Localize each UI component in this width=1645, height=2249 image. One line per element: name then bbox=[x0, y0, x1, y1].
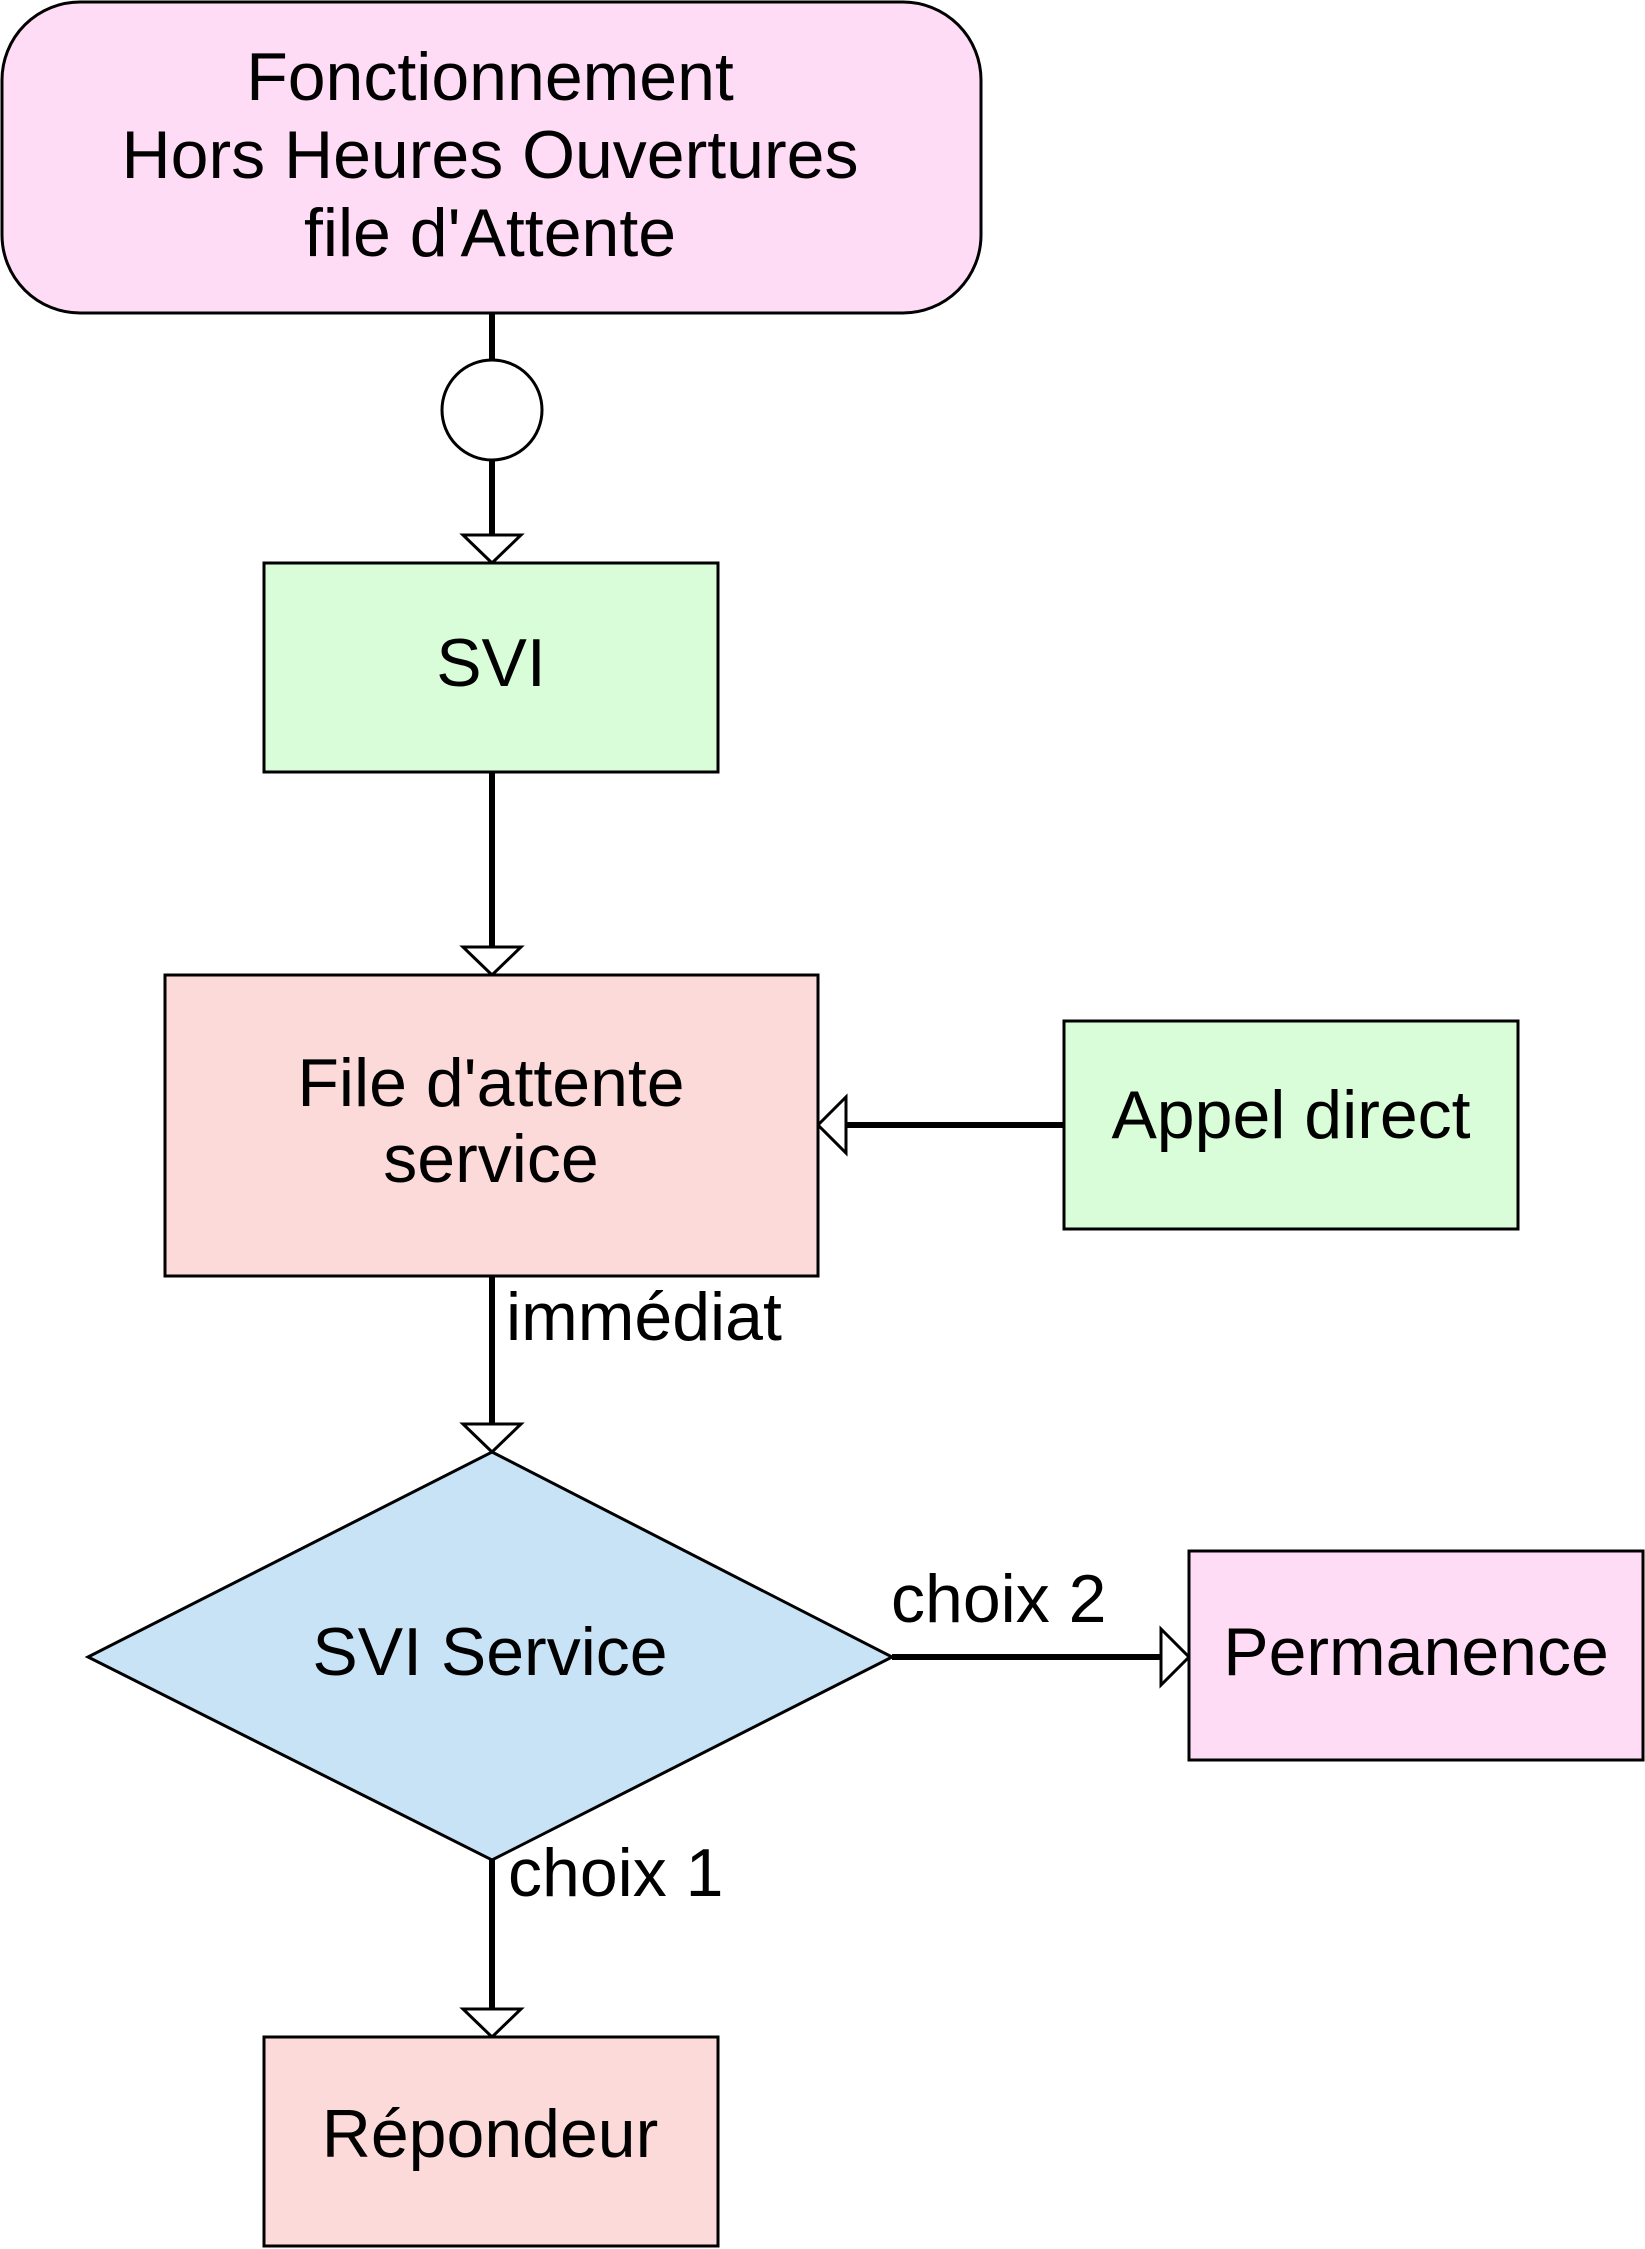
permanence-node-label: Permanence bbox=[1223, 1614, 1609, 1690]
start-node bbox=[0, 0, 983, 315]
arrowhead-queue bbox=[459, 945, 525, 978]
direct-call-node-label: Appel direct bbox=[1111, 1077, 1470, 1153]
arrowhead-svi-service bbox=[459, 1422, 525, 1455]
svi-node-label: SVI bbox=[436, 625, 546, 701]
edge-label-immediate: immédiat bbox=[506, 1279, 782, 1355]
arrowhead-queue-side bbox=[815, 1093, 848, 1157]
svi-service-decision bbox=[84, 1450, 896, 1862]
edge-label-choice2: choix 2 bbox=[891, 1561, 1106, 1637]
start-node-line3: file d'Attente bbox=[304, 195, 676, 271]
arrowhead-answering-machine bbox=[459, 2007, 525, 2040]
answering-machine-node-label: Répondeur bbox=[322, 2096, 658, 2172]
svi-service-label: SVI Service bbox=[312, 1614, 667, 1690]
edge-label-choice1: choix 1 bbox=[508, 1835, 723, 1911]
arrowhead-svi bbox=[459, 533, 525, 566]
permanence-node bbox=[1187, 1549, 1645, 1762]
answering-machine-node bbox=[262, 2035, 720, 2248]
svi-node bbox=[262, 561, 720, 774]
queue-node-line1: File d'attente bbox=[297, 1045, 684, 1121]
queue-node bbox=[163, 973, 820, 1278]
start-node-line1: Fonctionnement bbox=[246, 39, 734, 115]
direct-call-node bbox=[1062, 1019, 1520, 1231]
queue-node-line2: service bbox=[383, 1121, 598, 1197]
arrowhead-permanence bbox=[1159, 1625, 1192, 1689]
junction-circle bbox=[440, 358, 544, 462]
start-node-line2: Hors Heures Ouvertures bbox=[122, 117, 859, 193]
